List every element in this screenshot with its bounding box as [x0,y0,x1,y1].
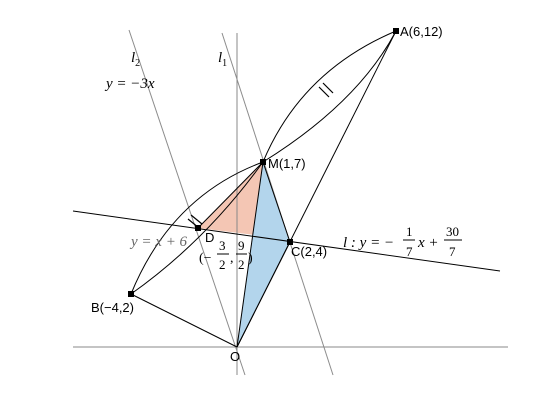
svg-text:7: 7 [449,244,456,259]
svg-text:): ) [248,251,253,266]
svg-text:l : y = −: l : y = − [343,235,394,251]
arc-MA-lower [262,30,397,163]
svg-text:7: 7 [406,244,413,259]
svg-text:30: 30 [446,224,459,239]
point-C-marker [287,239,293,245]
line-l [72,210,501,272]
svg-text:,: , [230,251,234,266]
svg-text:2: 2 [238,257,245,272]
arc-MA-upper [262,30,397,163]
triangle-OMC-region [237,162,290,347]
line-l2 [128,29,246,376]
segment-MD [197,161,264,229]
tick-mark-MA [318,82,334,98]
label-point-D: D [205,230,214,245]
svg-text:1: 1 [406,224,413,239]
triangle-MDC-region [198,162,263,236]
svg-text:2: 2 [219,257,226,272]
arc-BM-lower [130,161,264,295]
point-B-marker [128,291,134,297]
equation-l2: y = −3x [104,76,155,92]
segment-BO [130,293,238,348]
point-D-marker [195,225,201,231]
point-M-marker [260,159,266,165]
coordinate-D: (− 3 2 , 9 2 ) [199,238,253,272]
label-line-l1: l1 [218,50,227,69]
segment-MO [236,161,264,348]
equation-line-BM: y = x + 6 [129,234,188,250]
label-point-C: C(2,4) [291,244,327,259]
point-A-marker [393,28,399,34]
svg-text:x +: x + [417,235,439,251]
label-point-A: A(6,12) [400,24,443,39]
svg-text:(−: (− [199,251,212,266]
label-point-B: B(−4,2) [91,300,134,315]
arc-BM-upper [130,161,264,295]
label-point-O: O [230,349,240,364]
svg-text:3: 3 [219,238,226,253]
segment-MC [262,161,291,243]
equation-line-l: l : y = − 1 7 x + 30 7 [343,224,462,259]
segment-CO [236,241,291,348]
svg-text:9: 9 [238,238,245,253]
label-line-l2: l2 [131,50,140,69]
label-point-M: M(1,7) [268,156,306,171]
